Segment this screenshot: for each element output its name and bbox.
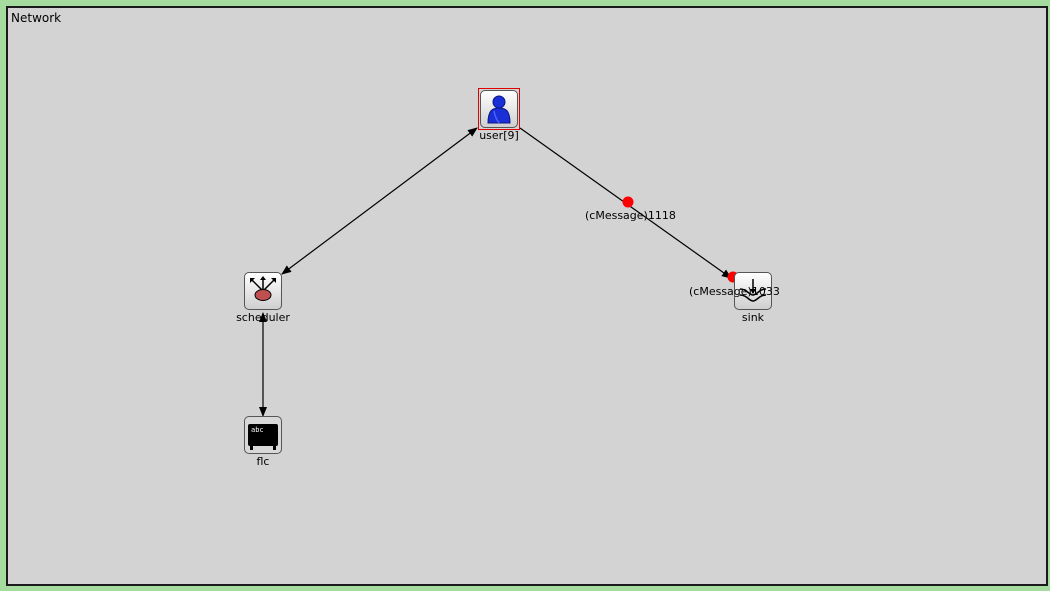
message-dot-1118[interactable] — [622, 196, 634, 208]
network-canvas[interactable]: Network user[9] — [6, 6, 1048, 586]
sink-icon — [734, 272, 772, 310]
display-abc-icon: abc — [244, 416, 282, 454]
module-label-sink: sink — [741, 311, 765, 324]
message-label-1033: (cMessage)1033 — [689, 285, 780, 298]
scheduler-icon — [244, 272, 282, 310]
module-sink[interactable]: sink — [713, 272, 793, 324]
connections-layer — [259, 127, 739, 417]
flc-icon-text: abc — [251, 426, 264, 434]
selection-box — [478, 88, 520, 130]
module-label-user: user[9] — [479, 129, 519, 142]
module-label-flc: flc — [256, 455, 270, 468]
network-title: Network — [11, 11, 62, 25]
module-user[interactable]: user[9] — [459, 88, 539, 142]
module-flc[interactable]: abc flc — [223, 416, 303, 468]
module-label-scheduler: scheduler — [236, 311, 290, 324]
module-scheduler[interactable]: scheduler — [223, 272, 303, 324]
message-label-1118: (cMessage)1118 — [585, 209, 676, 222]
user-icon — [480, 90, 518, 128]
link-user-scheduler[interactable] — [281, 127, 478, 275]
